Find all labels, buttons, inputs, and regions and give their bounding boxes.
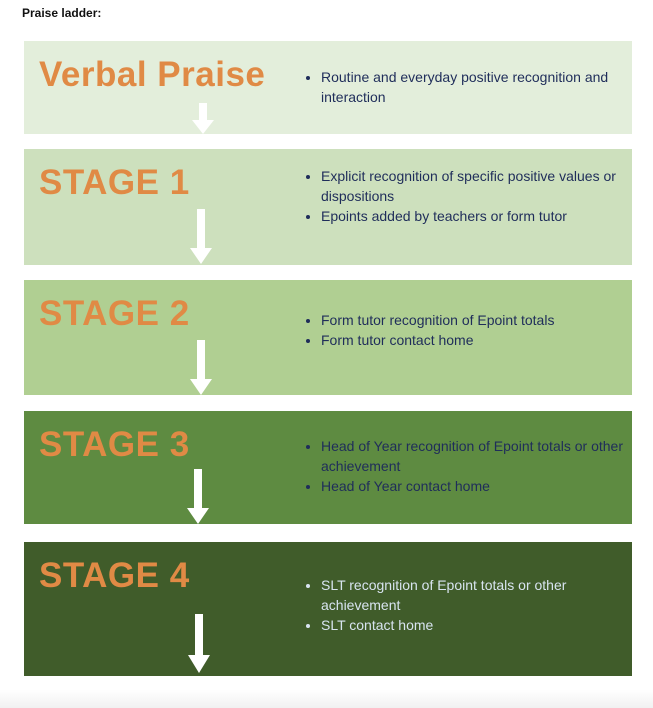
stage-bullets: Routine and everyday positive recognitio…	[297, 67, 641, 107]
stage-title: STAGE 2	[39, 294, 190, 333]
bullet-item: Routine and everyday positive recognitio…	[321, 67, 641, 107]
page-title: Praise ladder:	[22, 6, 102, 20]
bullet-item: Epoints added by teachers or form tutor	[321, 206, 641, 226]
stage-bullets: Form tutor recognition of Epoint totals …	[297, 310, 641, 350]
bullet-item: Form tutor recognition of Epoint totals	[321, 310, 641, 330]
down-arrow-icon	[190, 340, 212, 395]
down-arrow-icon	[187, 469, 209, 524]
stage-2: STAGE 2 Form tutor recognition of Epoint…	[24, 280, 632, 395]
bullet-item: Form tutor contact home	[321, 330, 641, 350]
stage-verbal-praise: Verbal Praise Routine and everyday posit…	[24, 41, 632, 134]
stage-4: STAGE 4 SLT recognition of Epoint totals…	[24, 542, 632, 676]
bullet-item: Head of Year recognition of Epoint total…	[321, 436, 641, 476]
down-arrow-icon	[192, 103, 214, 134]
stage-1: STAGE 1 Explicit recognition of specific…	[24, 149, 632, 265]
stage-bullets: SLT recognition of Epoint totals or othe…	[297, 575, 641, 635]
bullet-item: Head of Year contact home	[321, 476, 641, 496]
stage-title: STAGE 4	[39, 556, 190, 595]
stage-bullets: Head of Year recognition of Epoint total…	[297, 436, 641, 496]
page-bottom-shade	[0, 690, 653, 708]
bullet-item: Explicit recognition of specific positiv…	[321, 166, 641, 206]
stage-title: STAGE 1	[39, 163, 190, 202]
bullet-item: SLT recognition of Epoint totals or othe…	[321, 575, 641, 615]
stage-3: STAGE 3 Head of Year recognition of Epoi…	[24, 411, 632, 524]
stage-bullets: Explicit recognition of specific positiv…	[297, 166, 641, 226]
down-arrow-icon	[188, 614, 210, 673]
stage-title: Verbal Praise	[39, 55, 266, 94]
down-arrow-icon	[190, 209, 212, 264]
stage-title: STAGE 3	[39, 425, 190, 464]
bullet-item: SLT contact home	[321, 615, 641, 635]
